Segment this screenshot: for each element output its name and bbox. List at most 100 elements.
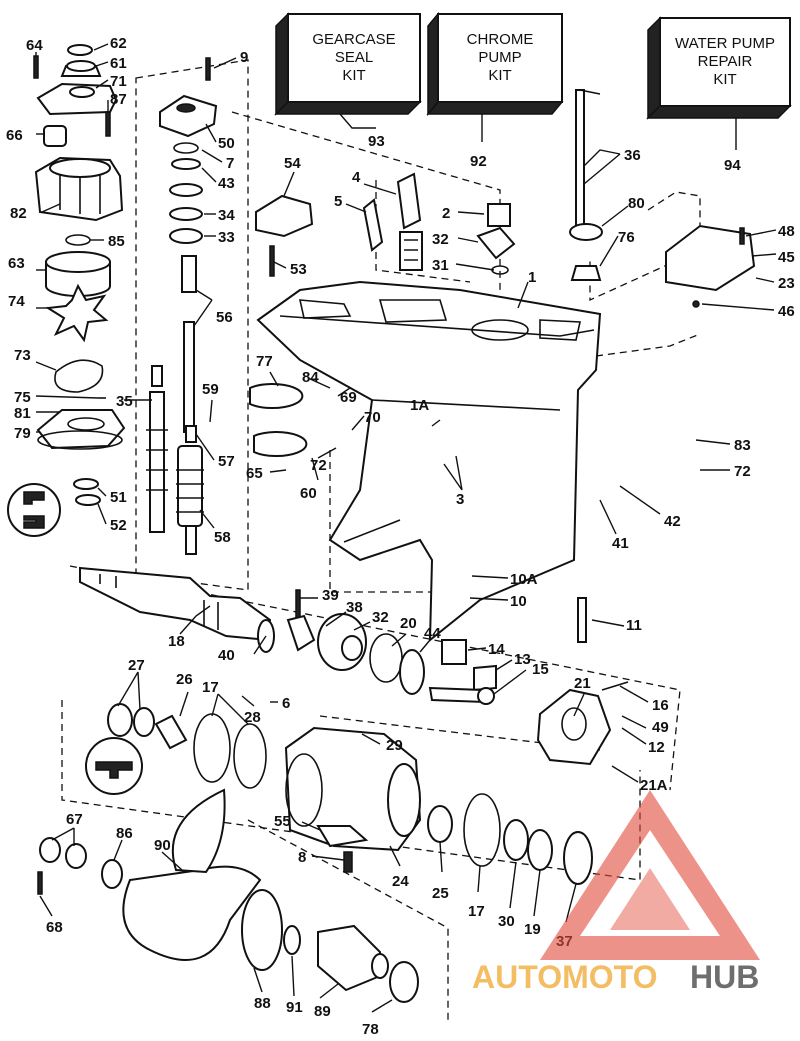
callout-45: 45 [778,249,795,266]
callout-43: 43 [218,175,235,192]
callout-80: 80 [628,195,645,212]
chrome-pump-kit-box: CHROME PUMP KIT [426,11,564,117]
callout-94: 94 [724,157,741,174]
callout-68: 68 [46,919,63,936]
callout-92: 92 [470,153,487,170]
callout-48: 48 [778,223,795,240]
water-pump-parts [7,44,126,537]
kit-label-line: KIT [488,67,511,84]
callout-82: 82 [10,205,27,222]
callout-32: 32 [432,231,449,248]
watermark-text-auto: AUTOMOTO [472,959,657,995]
callout-13: 13 [514,651,531,668]
callout-33: 33 [218,229,235,246]
callout-30: 30 [498,913,515,930]
callout-10: 10 [510,593,527,610]
callout-32b: 32 [372,609,389,626]
callout-41: 41 [612,535,629,552]
callout-7: 7 [226,155,234,172]
callout-5: 5 [334,193,342,210]
watermark-text-hub: HUB [690,959,759,995]
driveshaft-parts [146,57,218,555]
callout-28: 28 [244,709,261,726]
callout-76: 76 [618,229,635,246]
callout-17b: 17 [468,903,485,920]
callout-15: 15 [532,661,549,678]
callout-70: 70 [364,409,381,426]
callout-12: 12 [648,739,665,756]
callout-6: 6 [282,695,290,712]
callout-54: 54 [284,155,301,172]
kit-label-line: GEARCASE [312,31,395,48]
lower-unit-parts [37,383,629,1003]
callout-16: 16 [652,697,669,714]
callout-14: 14 [488,641,505,658]
callout-88: 88 [254,995,271,1012]
callout-labels: 64 62 61 71 87 66 9 50 7 43 34 33 82 85 … [6,35,795,1038]
callout-63: 63 [8,255,25,272]
callout-35: 35 [116,393,133,410]
callout-72b: 72 [734,463,751,480]
callout-3: 3 [456,491,464,508]
callout-26: 26 [176,671,193,688]
kit-label-line: KIT [713,71,736,88]
callout-31: 31 [432,257,449,274]
callout-19: 19 [524,921,541,938]
gearcase-housing [256,280,602,643]
kit-label-line: CHROME [467,31,534,48]
callout-20: 20 [400,615,417,632]
callout-62: 62 [110,35,127,52]
callout-59: 59 [202,381,219,398]
callout-78: 78 [362,1021,379,1038]
callout-46: 46 [778,303,795,320]
kit-label-line: KIT [342,67,365,84]
callout-56: 56 [216,309,233,326]
callout-50: 50 [218,135,235,152]
callout-10A: 10A [510,571,538,588]
callout-49: 49 [652,719,669,736]
callout-89: 89 [314,1003,331,1020]
kit-label-line: WATER PUMP [675,35,775,52]
callout-87: 87 [110,91,127,108]
callout-53: 53 [290,261,307,278]
water-pump-repair-kit-box: WATER PUMP REPAIR KIT [646,16,792,120]
callout-67: 67 [66,811,83,828]
callout-27: 27 [128,657,145,674]
callout-1A: 1A [410,397,429,414]
gearcase-seal-kit-box: GEARCASE SEAL KIT [274,12,422,116]
callout-90: 90 [154,837,171,854]
callout-23: 23 [778,275,795,292]
callout-85: 85 [108,233,125,250]
callout-77: 77 [256,353,273,370]
callout-69: 69 [340,389,357,406]
callout-83: 83 [734,437,751,454]
callout-42: 42 [664,513,681,530]
callout-86: 86 [116,825,133,842]
callout-17: 17 [202,679,219,696]
watermark-logo: AUTOMOTO HUB [472,790,760,995]
callout-36: 36 [624,147,641,164]
callout-74: 74 [8,293,25,310]
callout-58: 58 [214,529,231,546]
callout-9: 9 [240,49,248,66]
callout-4: 4 [352,169,361,186]
callout-66: 66 [6,127,23,144]
callout-79: 79 [14,425,31,442]
callout-39: 39 [322,587,339,604]
kit-label-line: SEAL [335,49,373,66]
gearcase-top-parts [255,89,756,308]
callout-55: 55 [274,813,291,830]
callout-72: 72 [310,457,327,474]
callout-25: 25 [432,885,449,902]
callout-57: 57 [218,453,235,470]
callout-71: 71 [110,73,127,90]
callout-29: 29 [386,737,403,754]
callout-60: 60 [300,485,317,502]
kit-label-line: REPAIR [698,53,753,70]
callout-24: 24 [392,873,409,890]
callout-1: 1 [528,269,536,286]
callout-8: 8 [298,849,306,866]
callout-73: 73 [14,347,31,364]
callout-61: 61 [110,55,127,72]
